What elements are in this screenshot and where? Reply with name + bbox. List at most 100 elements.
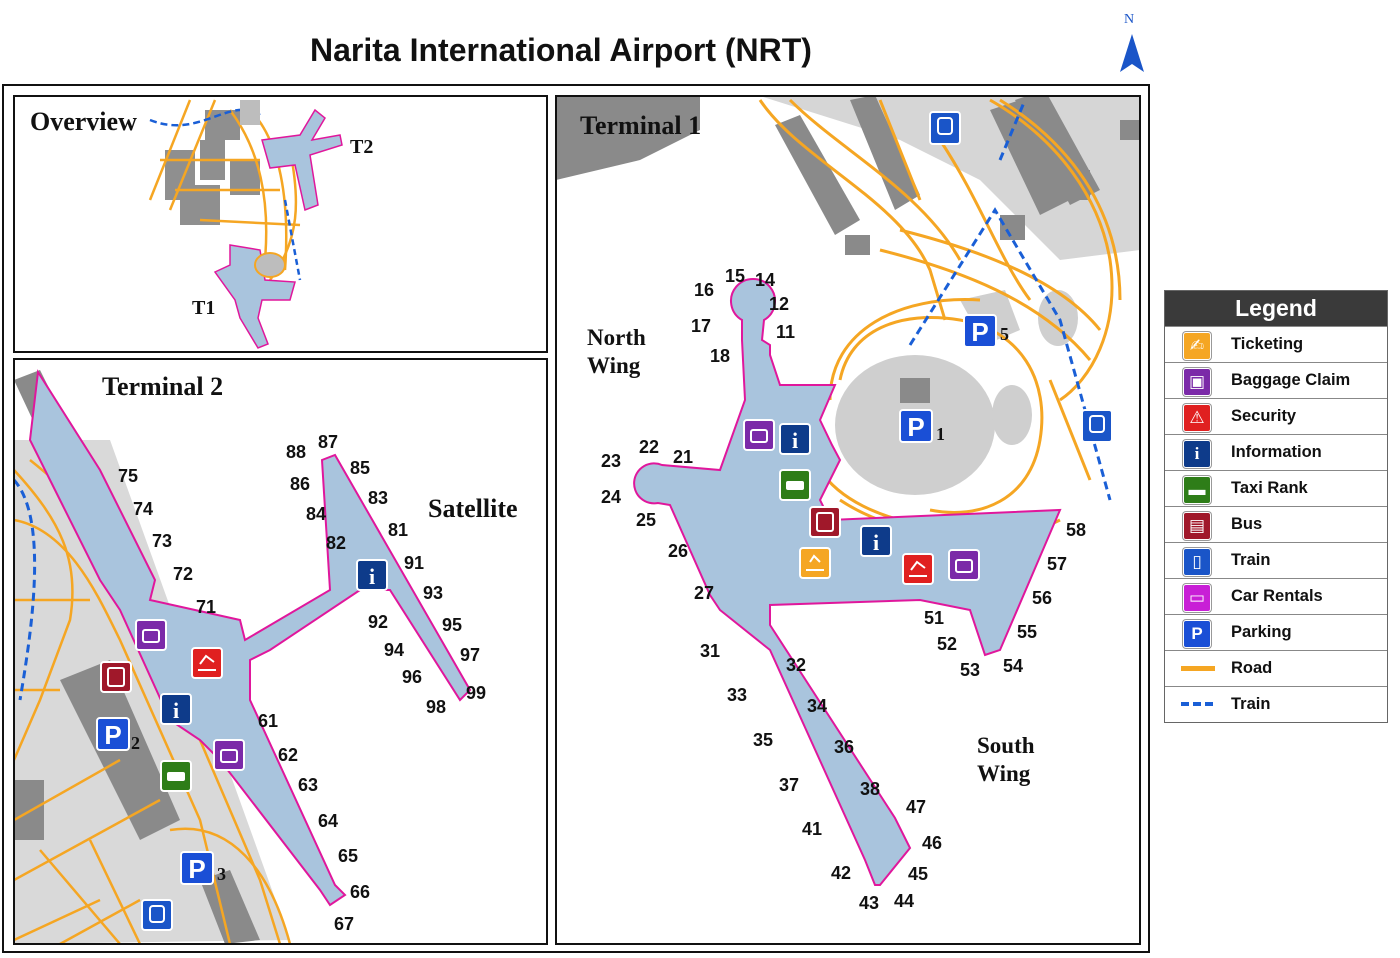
legend-item-bus: ▤ Bus [1165, 506, 1387, 542]
t1-gate-labels: 16 15 14 12 11 17 18 22 21 23 24 25 26 2… [601, 266, 1086, 913]
gate-label: 96 [402, 667, 422, 687]
t1-buildings [775, 96, 1140, 255]
gate-label: 56 [1032, 588, 1052, 608]
legend-label: Train [1231, 551, 1271, 569]
legend-item-train: ▯ Train [1165, 542, 1387, 578]
t1-terminal-building [633, 277, 1062, 886]
gate-label: 42 [831, 863, 851, 883]
north-label: N [1124, 12, 1135, 27]
t2-train-icon [141, 899, 173, 931]
legend-item-road: Road [1165, 650, 1387, 686]
gate-label: 32 [786, 655, 806, 675]
legend-item-car-rentals: ▭ Car Rentals [1165, 578, 1387, 614]
train-line-swatch [1181, 702, 1215, 706]
gate-label: 38 [860, 779, 880, 799]
security-icon: ⚠ [1183, 404, 1211, 432]
gate-label: 65 [338, 846, 358, 866]
legend-label: Taxi Rank [1231, 479, 1308, 497]
svg-text:3: 3 [217, 864, 226, 884]
baggage-icon: ▣ [1183, 368, 1211, 396]
t2-baggage-icon [213, 739, 245, 771]
gate-label: 51 [924, 608, 944, 628]
gate-label: 11 [776, 322, 795, 342]
t1-taxi-icon [779, 469, 811, 501]
gate-label: 17 [691, 316, 711, 336]
legend-item-information: i Information [1165, 434, 1387, 470]
legend-label: Security [1231, 407, 1297, 425]
legend-label: Information [1231, 443, 1322, 461]
gate-label: 61 [258, 711, 278, 731]
information-icon: i [1183, 440, 1211, 468]
legend: Legend ✍ Ticketing ▣ Baggage Claim ⚠ Sec… [1164, 290, 1388, 723]
gate-label: 26 [668, 541, 688, 561]
gate-label: 45 [908, 864, 928, 884]
gate-label: 73 [152, 531, 172, 551]
gate-label: 63 [298, 775, 318, 795]
parking-icon: P [1183, 620, 1211, 648]
gate-label: 53 [960, 660, 980, 680]
legend-item-train-line: Train [1165, 686, 1387, 722]
gate-label: 82 [326, 533, 346, 553]
gate-label: 99 [466, 683, 486, 703]
svg-text:i: i [873, 530, 879, 555]
gate-label: 43 [859, 893, 879, 913]
gate-label: 83 [368, 488, 388, 508]
gate-label: 34 [807, 696, 827, 716]
gate-label: 33 [727, 685, 747, 705]
gate-label: 74 [133, 499, 153, 519]
legend-title: Legend [1165, 291, 1387, 326]
gate-label: 98 [426, 697, 446, 717]
gate-label: 47 [906, 797, 926, 817]
svg-text:5: 5 [1000, 324, 1009, 344]
legend-item-taxi: ▬ Taxi Rank [1165, 470, 1387, 506]
legend-item-parking: P Parking [1165, 614, 1387, 650]
t2-baggage-icon [135, 619, 167, 651]
gate-label: 62 [278, 745, 298, 765]
legend-label: Road [1231, 659, 1273, 677]
legend-label: Car Rentals [1231, 587, 1323, 605]
gate-label: 72 [173, 564, 193, 584]
t2-taxi-icon [160, 760, 192, 792]
gate-label: 24 [601, 487, 621, 507]
north-arrow-icon [1120, 34, 1144, 72]
bus-icon: ▤ [1183, 512, 1211, 540]
legend-label: Train [1231, 695, 1271, 713]
train-icon: ▯ [1183, 548, 1211, 576]
t2-information-icon: i [356, 559, 388, 591]
gate-label: 31 [700, 641, 720, 661]
t2-terminal-building [28, 369, 472, 907]
gate-label: 75 [118, 466, 138, 486]
t2-bus-icon [100, 661, 132, 693]
t1-information-icon: i [860, 525, 892, 557]
gate-label: 66 [350, 882, 370, 902]
gate-label: 16 [694, 280, 714, 300]
svg-text:2: 2 [131, 733, 140, 753]
gate-label: 97 [460, 645, 480, 665]
gate-label: 58 [1066, 520, 1086, 540]
t1-train-icon [929, 111, 961, 145]
gate-label: 37 [779, 775, 799, 795]
gate-label: 87 [318, 432, 338, 452]
svg-text:i: i [173, 698, 179, 723]
t1-ticketing-icon [799, 547, 831, 579]
svg-text:P: P [971, 317, 988, 347]
svg-text:1: 1 [936, 424, 945, 444]
gate-label: 57 [1047, 554, 1067, 574]
t2-title: Terminal 2 [102, 372, 223, 401]
gate-label: 36 [834, 737, 854, 757]
gate-label: 18 [710, 346, 730, 366]
overview-roads [148, 99, 301, 281]
terminal2-panel: Terminal 2 Satellite 75 74 73 72 71 61 6… [14, 359, 547, 944]
svg-text:P: P [907, 412, 924, 442]
overview-t2-label: T2 [350, 136, 373, 158]
t1-security-icon [902, 553, 934, 585]
gate-label: 52 [937, 634, 957, 654]
t1-building-nw [556, 96, 700, 180]
gate-label: 25 [636, 510, 656, 530]
legend-label: Baggage Claim [1231, 371, 1351, 389]
